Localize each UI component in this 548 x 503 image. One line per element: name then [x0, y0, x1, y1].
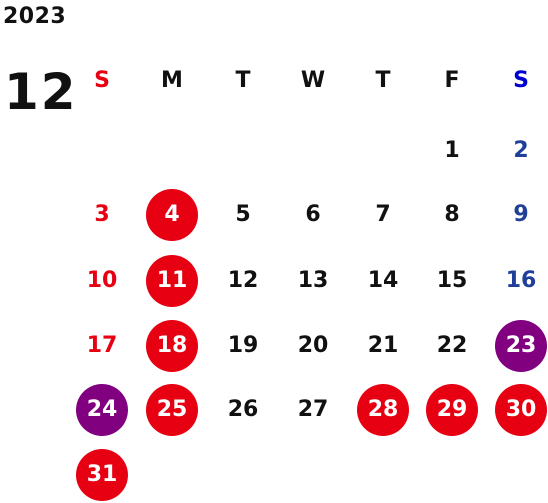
day-cell-6[interactable]: 6	[305, 202, 321, 227]
day-cell-29[interactable]: 29	[426, 384, 478, 436]
day-cell-20[interactable]: 20	[297, 333, 329, 358]
day-cell-23[interactable]: 23	[495, 320, 547, 372]
day-cell-28[interactable]: 28	[357, 384, 409, 436]
day-cell-31[interactable]: 31	[76, 449, 128, 501]
weekday-header-sun: S	[94, 68, 110, 93]
day-cell-30[interactable]: 30	[495, 384, 547, 436]
day-cell-9[interactable]: 9	[513, 202, 529, 227]
day-cell-4[interactable]: 4	[146, 189, 198, 241]
day-cell-21[interactable]: 21	[367, 333, 399, 358]
day-cell-10[interactable]: 10	[86, 268, 118, 293]
day-cell-3[interactable]: 3	[94, 202, 110, 227]
day-cell-2[interactable]: 2	[513, 138, 529, 163]
day-cell-1[interactable]: 1	[444, 138, 460, 163]
weekday-header-mon: M	[161, 68, 183, 93]
day-cell-27[interactable]: 27	[297, 397, 329, 422]
day-cell-7[interactable]: 7	[375, 202, 391, 227]
day-cell-18[interactable]: 18	[146, 320, 198, 372]
month-label: 12	[4, 63, 78, 121]
day-cell-19[interactable]: 19	[227, 333, 259, 358]
weekday-header-thu: T	[375, 68, 391, 93]
day-cell-22[interactable]: 22	[436, 333, 468, 358]
day-cell-16[interactable]: 16	[505, 268, 537, 293]
day-cell-26[interactable]: 26	[227, 397, 259, 422]
day-cell-5[interactable]: 5	[235, 202, 251, 227]
weekday-header-sat: S	[513, 68, 529, 93]
day-cell-25[interactable]: 25	[146, 384, 198, 436]
weekday-header-wed: W	[300, 68, 326, 93]
day-cell-15[interactable]: 15	[436, 268, 468, 293]
day-cell-13[interactable]: 13	[297, 268, 329, 293]
day-cell-8[interactable]: 8	[444, 202, 460, 227]
day-cell-17[interactable]: 17	[86, 333, 118, 358]
day-cell-14[interactable]: 14	[367, 268, 399, 293]
day-cell-24[interactable]: 24	[76, 384, 128, 436]
day-cell-12[interactable]: 12	[227, 268, 259, 293]
year-label: 2023	[3, 4, 67, 29]
day-cell-11[interactable]: 11	[146, 255, 198, 307]
weekday-header-fri: F	[444, 68, 460, 93]
weekday-header-tue: T	[235, 68, 251, 93]
